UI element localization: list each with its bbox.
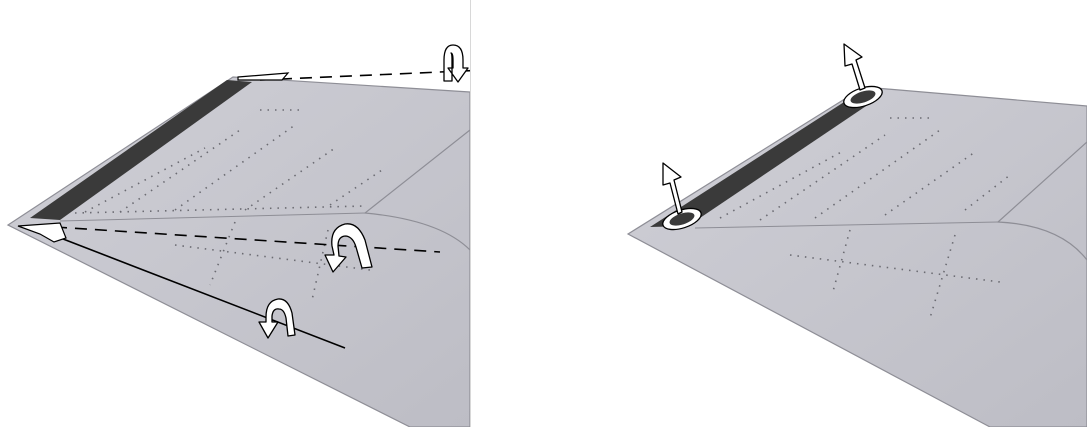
- lift-arrow-right: [844, 44, 865, 90]
- panel-divider: [470, 0, 471, 427]
- wing-surface: [8, 77, 470, 427]
- wing-surface: [628, 87, 1087, 427]
- pointer-top: [238, 73, 288, 80]
- left-panel: [0, 0, 470, 427]
- left-diagram: [0, 0, 470, 427]
- rotation-arrow-top: [444, 45, 468, 82]
- right-diagram: [610, 0, 1087, 427]
- right-panel: [610, 0, 1087, 427]
- axis-line-top: [260, 70, 470, 80]
